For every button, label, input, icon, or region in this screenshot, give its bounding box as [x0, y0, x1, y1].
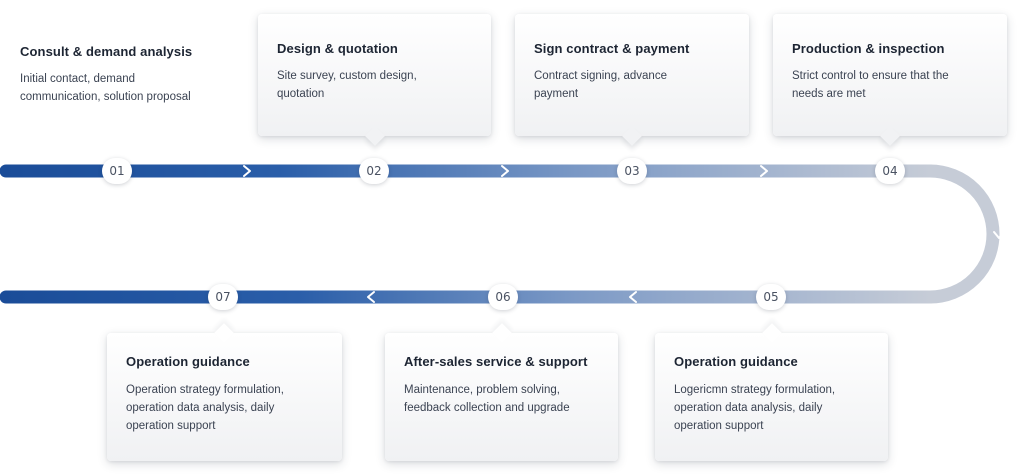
step-card-04: Production & inspection Strict control t… [773, 14, 1007, 146]
step-card-03: Sign contract & payment Contract signing… [515, 14, 749, 146]
step-number-badge-01: 01 [102, 158, 132, 184]
step-number-badge-04: 04 [875, 158, 905, 184]
step-card-01: Consult & demand analysis Initial contac… [0, 17, 240, 117]
step-description: Contract signing, advance payment [534, 70, 667, 100]
step-title: Design & quotation [277, 41, 398, 56]
step-card-05: Operation guidance Logericmn strategy fo… [655, 323, 888, 461]
step-description: Initial contact, demand communication, s… [20, 73, 191, 103]
chevron-right-icon [243, 165, 251, 177]
step-title: Consult & demand analysis [20, 44, 193, 59]
step-title: Operation guidance [674, 354, 798, 369]
chevron-down-icon [993, 231, 1005, 239]
step-title: Production & inspection [792, 41, 945, 56]
step-card-02: Design & quotation Site survey, custom d… [258, 14, 491, 146]
step-title: Sign contract & payment [534, 41, 690, 56]
step-description: Site survey, custom design, quotation [277, 70, 417, 100]
step-card-07: Operation guidance Operation strategy fo… [107, 323, 342, 461]
track-curve-segment [929, 164, 1000, 304]
step-description: Strict control to ensure that the needs … [792, 70, 949, 100]
step-title: After-sales service & support [404, 354, 588, 369]
step-description: Operation strategy formulation, operatio… [126, 384, 284, 432]
step-number-badge-06: 06 [488, 284, 518, 310]
step-number-badge-07: 07 [208, 284, 238, 310]
step-title: Operation guidance [126, 354, 250, 369]
step-number-badge-03: 03 [617, 158, 647, 184]
chevron-left-icon [367, 291, 375, 303]
step-number-badge-05: 05 [756, 284, 786, 310]
step-description: Logericmn strategy formulation, operatio… [674, 384, 836, 432]
step-description: Maintenance, problem solving, feedback c… [404, 384, 570, 414]
step-card-06: After-sales service & support Maintenanc… [385, 323, 618, 461]
chevron-right-icon [760, 165, 768, 177]
chevron-left-icon [629, 291, 637, 303]
step-number-badge-02: 02 [359, 158, 389, 184]
chevron-right-icon [501, 165, 509, 177]
